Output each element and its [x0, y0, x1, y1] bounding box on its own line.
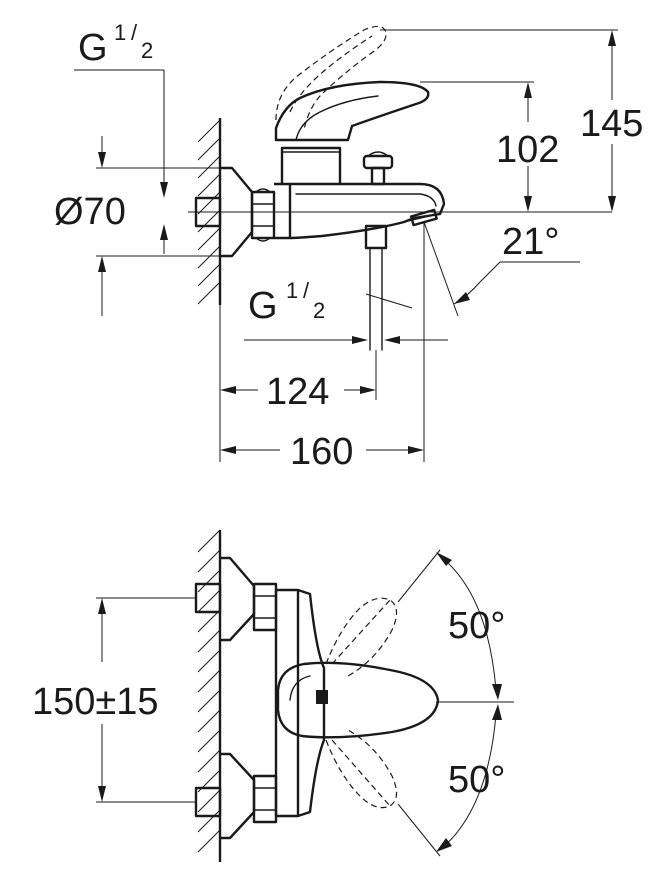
thread-top-den: 2: [141, 38, 153, 63]
mixer-body: [274, 25, 446, 351]
thread-mid-num: 1: [286, 278, 298, 303]
thread-top-num: 1: [114, 20, 126, 45]
escutcheon-upper: [194, 556, 278, 642]
dimension-height-spout: 102: [420, 81, 559, 212]
reach-total-label: 160: [290, 431, 353, 473]
escutcheon-lower: [194, 752, 278, 840]
wall-bottom: [197, 529, 222, 862]
dimension-angle-lever: 50° 50°: [397, 549, 514, 857]
dimension-reach-spout: 124: [219, 305, 377, 462]
height-spout-label: 102: [496, 129, 559, 171]
dimension-diameter: Ø70: [54, 136, 232, 316]
angle-down-label: 50°: [448, 759, 505, 801]
thread-mid-den: 2: [313, 298, 325, 323]
angle-up-label: 50°: [448, 605, 505, 647]
dimension-reach-total: 160: [220, 350, 425, 473]
centres-label: 150±15: [32, 681, 159, 723]
reach-spout-label: 124: [266, 371, 329, 413]
dimension-thread-mid: G 1 / 2: [244, 278, 448, 344]
diameter-label: Ø70: [54, 191, 126, 233]
front-elevation: 150±15 50° 50°: [32, 529, 514, 862]
dimension-height-total: 145: [380, 29, 643, 212]
dimension-thread-top: G 1 / 2: [74, 20, 168, 254]
svg-text:/: /: [131, 20, 138, 45]
height-total-label: 145: [580, 103, 643, 145]
side-elevation: G 1 / 2 Ø70 102: [54, 20, 643, 473]
mixer-body-front: [274, 588, 440, 818]
thread-mid-main: G: [248, 285, 278, 327]
dimension-centres: 150±15: [32, 597, 196, 803]
svg-text:/: /: [303, 278, 310, 303]
dimension-angle-spout: 21°: [423, 221, 580, 350]
thread-top-main: G: [78, 27, 108, 69]
angle-spout-label: 21°: [502, 221, 559, 263]
